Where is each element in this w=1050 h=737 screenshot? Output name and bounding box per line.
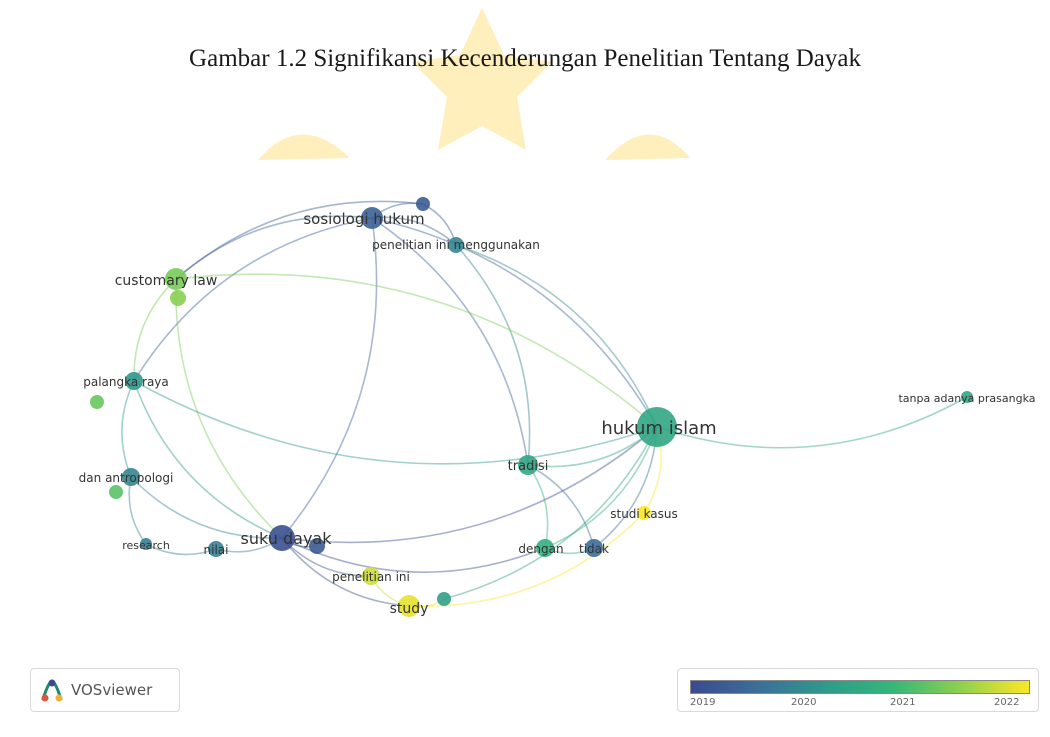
network-link xyxy=(281,537,410,607)
node-label: studi kasus xyxy=(610,507,678,521)
vosviewer-brand: VOSviewer xyxy=(30,668,180,712)
legend-colorbar xyxy=(690,680,1030,694)
network-node xyxy=(585,539,603,557)
legend-tick: 2022 xyxy=(994,697,1020,708)
network-link xyxy=(281,217,378,539)
network-link xyxy=(455,244,531,466)
network-node xyxy=(125,372,143,390)
network-link xyxy=(175,273,658,428)
network-link xyxy=(455,244,658,428)
watermark-right-shape xyxy=(605,134,690,160)
network-node xyxy=(416,197,430,211)
network-link xyxy=(133,278,177,382)
network-node xyxy=(398,595,420,617)
network-link xyxy=(544,426,658,549)
network-node xyxy=(448,237,464,253)
network-node xyxy=(637,506,651,520)
network-link xyxy=(133,380,283,539)
network-node xyxy=(109,485,123,499)
network-node xyxy=(518,455,538,475)
network-links xyxy=(121,200,968,608)
network-link xyxy=(443,426,658,600)
network-node xyxy=(309,538,325,554)
network-node xyxy=(165,268,187,290)
network-link xyxy=(371,217,529,466)
vosviewer-label: VOSviewer xyxy=(71,681,153,699)
year-color-legend: 2019 2020 2021 2022 xyxy=(677,668,1039,712)
watermark-star xyxy=(412,8,552,150)
node-label: hukum islam xyxy=(601,418,716,439)
network-node xyxy=(140,538,152,550)
network-node xyxy=(122,468,140,486)
network-link xyxy=(175,278,283,539)
legend-tick: 2019 xyxy=(690,697,716,708)
network-node xyxy=(90,395,104,409)
node-label: sosiologi hukum xyxy=(303,210,424,228)
vosviewer-logo-icon xyxy=(41,679,63,702)
node-label: study xyxy=(390,601,429,617)
network-nodes xyxy=(90,197,973,617)
node-label: nilai xyxy=(204,543,229,557)
network-node xyxy=(961,391,973,403)
figure-caption: Gambar 1.2 Signifikansi Kecenderungan Pe… xyxy=(189,45,861,72)
network-node xyxy=(170,290,186,306)
node-label: customary law xyxy=(115,273,218,289)
node-label: palangka raya xyxy=(83,375,169,389)
network-link xyxy=(175,200,424,280)
network-link xyxy=(133,217,373,382)
network-node xyxy=(208,541,224,557)
watermark-star-logo xyxy=(258,8,690,160)
legend-tick: 2021 xyxy=(890,697,916,708)
network-link xyxy=(371,217,658,428)
network-link xyxy=(133,380,658,465)
network-node xyxy=(269,525,295,551)
network-node xyxy=(637,407,677,447)
node-label: research xyxy=(122,539,170,552)
network-link xyxy=(128,476,147,545)
network-link xyxy=(656,396,968,449)
network-node xyxy=(361,207,383,229)
network-node xyxy=(536,539,554,557)
network-labels: sosiologi hukum penelitian ini menggunaka… xyxy=(79,210,1036,617)
watermark-left-shape xyxy=(258,134,350,160)
legend-tick: 2020 xyxy=(791,697,817,708)
node-label: penelitian ini xyxy=(332,570,410,584)
node-label: tanpa adanya prasangka xyxy=(898,392,1035,405)
network-node xyxy=(437,592,451,606)
network-node xyxy=(362,567,380,585)
network-link xyxy=(281,426,658,544)
network-link xyxy=(175,215,373,280)
node-label: tidak xyxy=(579,542,609,556)
node-label: tradisi xyxy=(508,459,549,474)
network-link xyxy=(121,380,135,478)
node-label: dan antropologi xyxy=(79,471,174,485)
network-link xyxy=(527,464,595,549)
node-label: dengan xyxy=(518,542,563,556)
network-link xyxy=(130,476,283,539)
node-label: penelitian ini menggunakan xyxy=(372,238,540,252)
node-label: suku dayak xyxy=(241,529,333,548)
keyword-network-map: sosiologi hukum penelitian ini menggunaka… xyxy=(79,197,1036,617)
